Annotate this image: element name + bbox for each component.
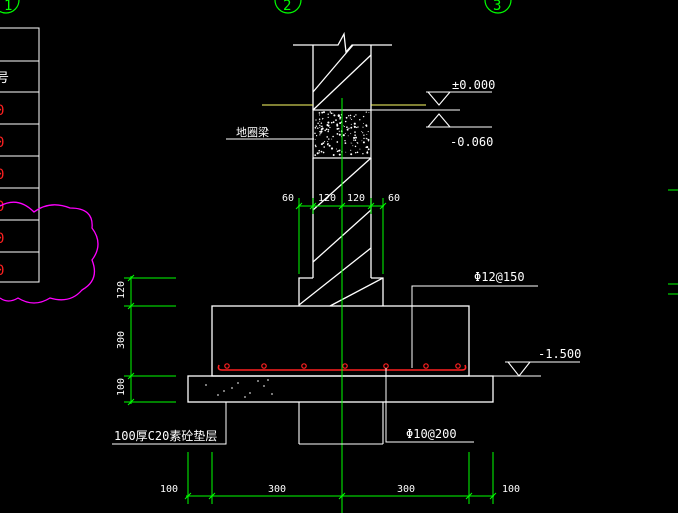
table-cell-2: 0 <box>0 135 4 151</box>
dim-upper-120-right: 120 <box>347 193 365 204</box>
grid-axis-1: 1 <box>0 0 20 14</box>
top-rebar-leader <box>411 285 538 368</box>
cushion-layer <box>187 375 494 403</box>
revision-cloud <box>0 201 99 304</box>
table-header-cell: 号 <box>0 71 9 86</box>
footing-stub <box>298 402 384 445</box>
elevation-base-mark <box>493 361 580 377</box>
left-dimension-line <box>124 274 176 406</box>
dim-upper-60-right: 60 <box>388 193 400 204</box>
grid-axis-2-label: 2 <box>283 0 291 14</box>
ground-ring-beam <box>312 109 372 159</box>
ground-beam-label: 地圈梁 <box>236 125 269 139</box>
dim-left-100: 100 <box>116 378 127 396</box>
dim-upper-60-left: 60 <box>282 193 294 204</box>
upper-dimension-line <box>295 198 387 274</box>
grid-axis-3: 3 <box>484 0 512 14</box>
brick-wall <box>293 31 392 307</box>
grid-axis-1-label: 1 <box>4 0 12 14</box>
table-cell-3: 0 <box>0 167 4 183</box>
schedule-table-fragment: 号 0 0 0 0 0 0 <box>0 27 40 283</box>
grid-axis-2: 2 <box>274 0 302 14</box>
bottom-rebar <box>217 363 467 371</box>
dim-upper-120-left: 120 <box>318 193 336 204</box>
elevation-top-marks <box>262 91 492 128</box>
cushion-leader <box>112 402 227 445</box>
dim-bottom-300-right: 300 <box>397 484 415 495</box>
table-cell-5: 0 <box>0 231 4 247</box>
table-cell-6: 0 <box>0 263 4 279</box>
elevation-top-label: ±0.000 <box>452 78 495 92</box>
bottom-rebar-leader <box>385 368 474 443</box>
grid-axis-3-label: 3 <box>493 0 501 14</box>
cushion-label: 100厚C20素砼垫层 <box>114 428 217 443</box>
bottom-dimension-line <box>184 452 497 504</box>
dim-left-300: 300 <box>116 331 127 349</box>
elevation-dpc-label: -0.060 <box>450 135 493 149</box>
dim-bottom-300-left: 300 <box>268 484 286 495</box>
elevation-base-label: -1.500 <box>538 347 581 361</box>
dim-bottom-100-right: 100 <box>502 484 520 495</box>
table-cell-1: 0 <box>0 103 4 119</box>
top-rebar-label: Φ12@150 <box>474 270 525 284</box>
dim-bottom-100-left: 100 <box>160 484 178 495</box>
bottom-rebar-label: Φ10@200 <box>406 427 457 441</box>
dim-left-120: 120 <box>116 281 127 299</box>
footing <box>211 305 470 377</box>
table-cell-4: 0 <box>0 199 4 215</box>
